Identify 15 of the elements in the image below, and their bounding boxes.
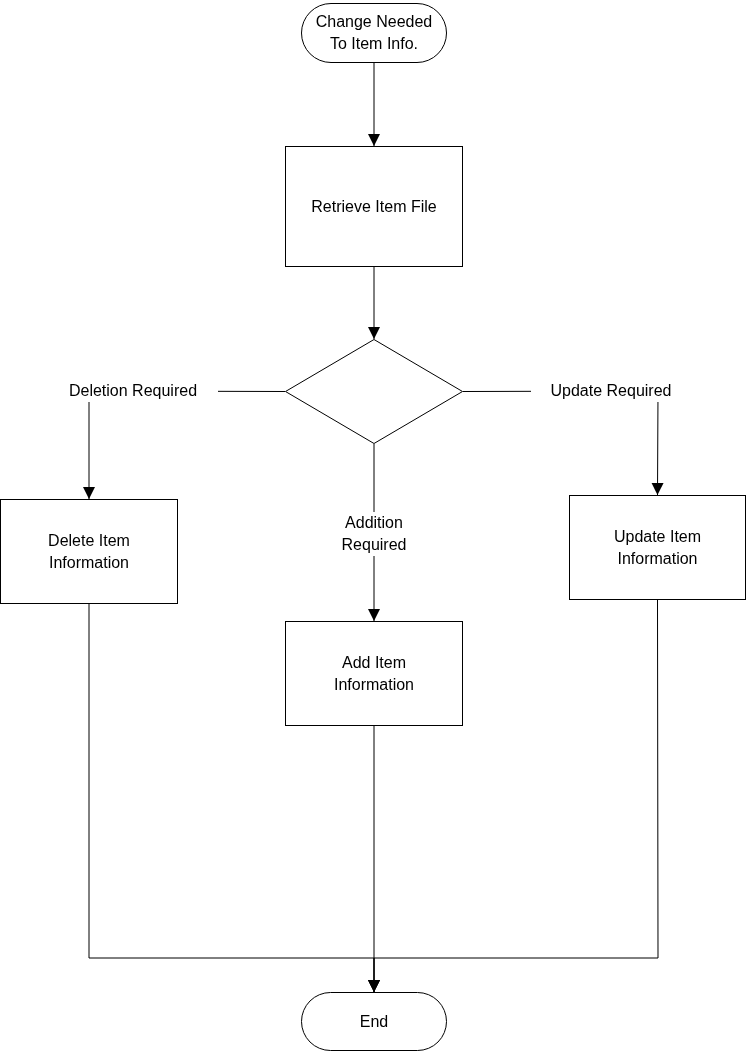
node-label: Update Item Information (612, 526, 703, 569)
process-box (285, 146, 463, 267)
node-label: Retrieve Item File (310, 196, 438, 217)
process-box (569, 495, 746, 600)
arrow (368, 599, 659, 993)
node-label: Add Item Information (332, 652, 415, 695)
node-label: Delete Item Information (47, 530, 131, 573)
process-box (285, 621, 463, 726)
arrow (368, 62, 380, 147)
process-box (0, 499, 178, 604)
node-label: End (358, 1011, 390, 1032)
arrow (368, 266, 380, 340)
decision-diamond (285, 339, 463, 444)
start-terminator (301, 3, 447, 63)
node-label: Change Needed To Item Info. (314, 12, 434, 54)
